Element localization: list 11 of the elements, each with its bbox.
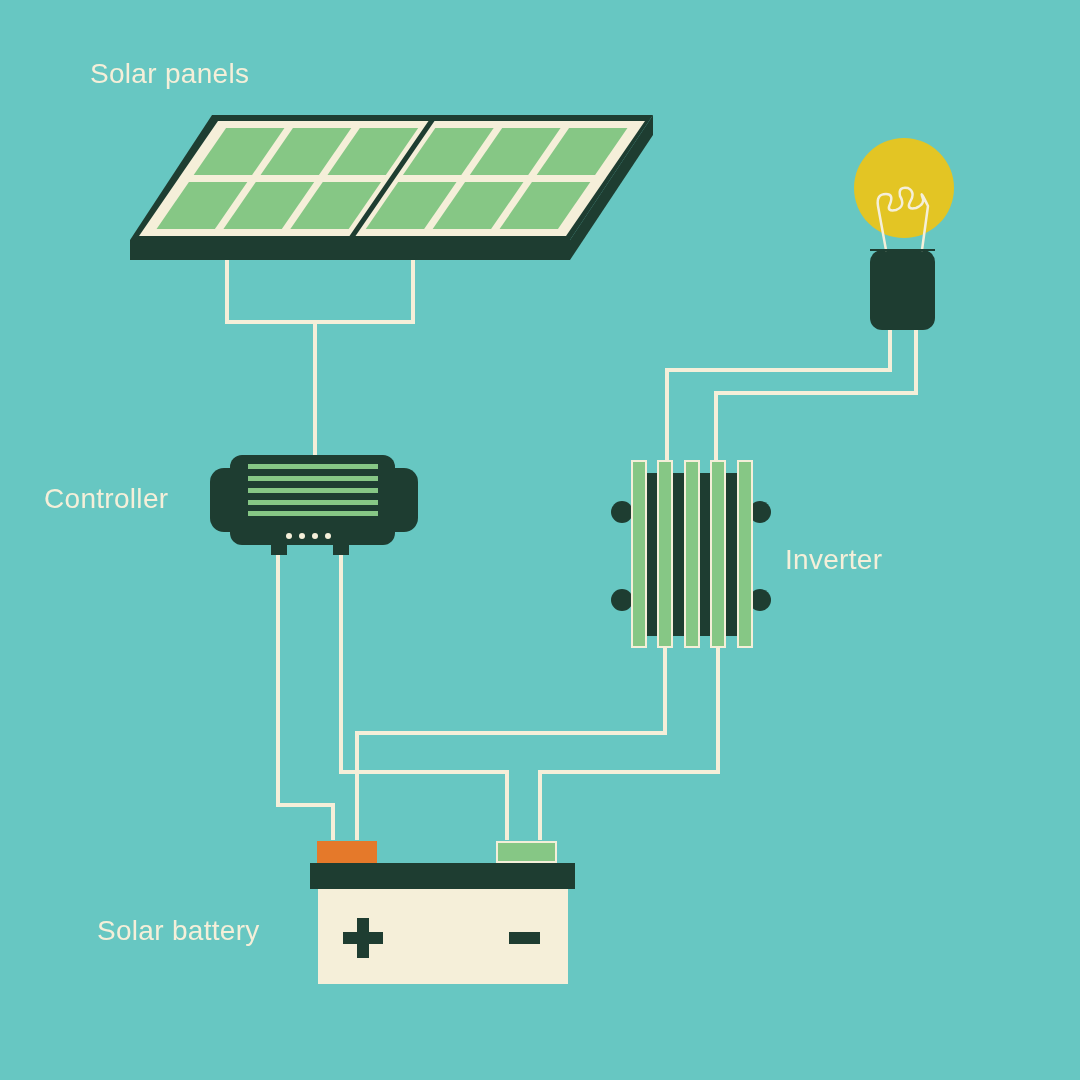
component-label: Solar battery bbox=[97, 915, 260, 947]
wire bbox=[538, 648, 720, 840]
wire bbox=[714, 330, 918, 460]
component-label: Inverter bbox=[785, 544, 883, 576]
component-label: Solar panels bbox=[90, 58, 250, 90]
wire bbox=[225, 258, 415, 457]
wire bbox=[665, 330, 892, 460]
wire bbox=[276, 555, 335, 840]
wire bbox=[339, 555, 509, 840]
component-label: Controller bbox=[44, 483, 169, 515]
wire bbox=[355, 648, 667, 840]
